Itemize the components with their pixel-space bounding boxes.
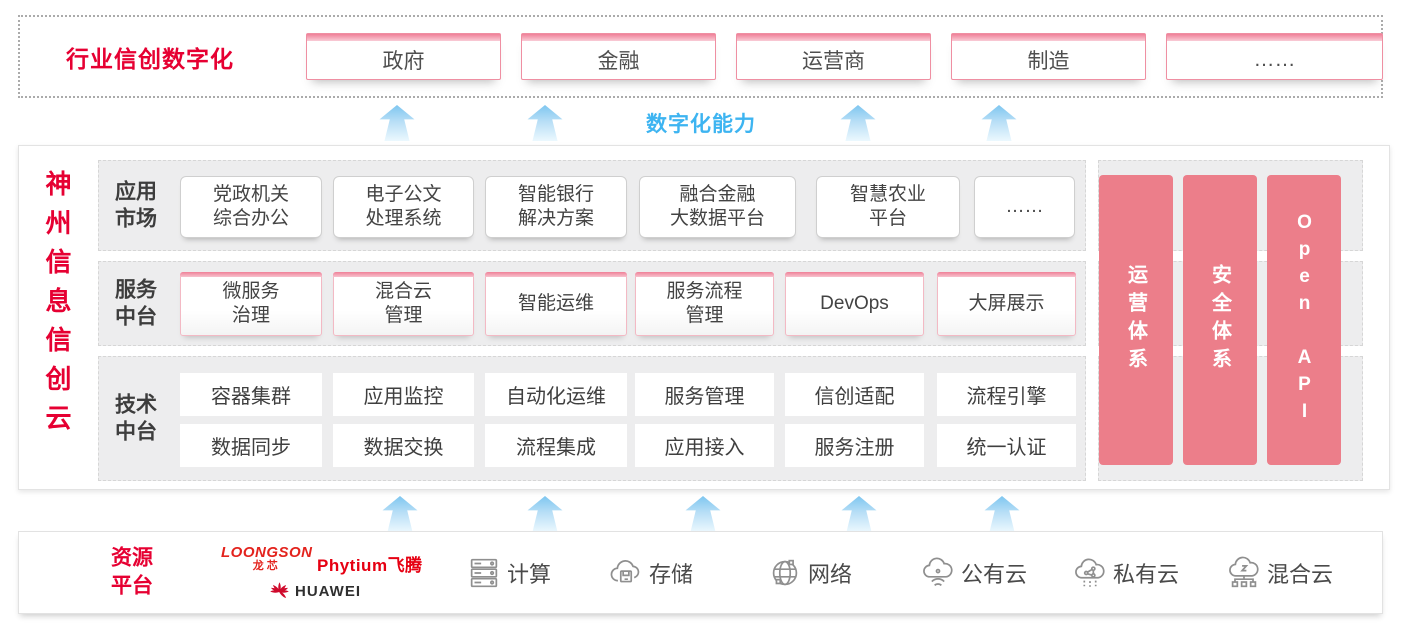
row-service-platform: 服务 中台 微服务 治理 混合云 管理 智能运维 服务流程 管理 DevOps … — [98, 261, 1086, 346]
industry-label: 金融 — [597, 50, 640, 73]
pillar-open-api: Open API — [1267, 175, 1341, 465]
app-box: 智能银行 解决方案 — [485, 176, 627, 238]
up-arrow-icon — [527, 496, 563, 532]
service-box: 混合云 管理 — [333, 272, 474, 336]
industry-box-more: …… — [1166, 33, 1383, 80]
up-arrow-icon — [382, 496, 418, 532]
tech-box: 流程集成 — [485, 424, 627, 467]
phytium-logo: Phytium飞腾 — [317, 551, 423, 576]
resource-item-label: 存储 — [649, 561, 694, 587]
service-box: 服务流程 管理 — [635, 272, 774, 336]
industry-box-finance: 金融 — [521, 33, 716, 80]
tech-box: 服务注册 — [785, 424, 924, 467]
tech-box: 服务管理 — [635, 373, 774, 416]
app-box: 党政机关 综合办公 — [180, 176, 322, 238]
resource-platform-label: 资源 平台 — [111, 546, 153, 598]
service-box: 微服务 治理 — [180, 272, 322, 336]
tech-box: 信创适配 — [785, 373, 924, 416]
up-arrow-icon — [527, 105, 563, 141]
app-box-more: …… — [974, 176, 1075, 238]
resource-item-public-cloud: 公有云 — [919, 554, 1027, 592]
service-box: 大屏展示 — [937, 272, 1076, 336]
industry-label: 政府 — [382, 50, 425, 73]
huawei-logo-text: HUAWEI — [295, 583, 361, 600]
tech-box: 数据交换 — [333, 424, 474, 467]
tech-box: 流程引擎 — [937, 373, 1076, 416]
resource-item-label: 计算 — [507, 561, 552, 587]
row-label: 应用 市场 — [115, 180, 157, 231]
platform-box: 神州信息信创云 应用 市场 党政机关 综合办公 电子公文 处理系统 智能银行 解… — [18, 145, 1390, 490]
resource-item-label: 私有云 — [1113, 561, 1180, 587]
phytium-logo-cn: 飞腾 — [387, 556, 423, 575]
tech-box: 统一认证 — [937, 424, 1076, 467]
resource-item-hybrid-cloud: 混合云 — [1225, 554, 1333, 592]
tech-box: 应用监控 — [333, 373, 474, 416]
industry-box-top-strip — [737, 34, 930, 41]
industry-label: …… — [1253, 48, 1296, 71]
storage-icon — [607, 554, 645, 592]
loongson-logo-text: LOONGSON — [221, 544, 313, 561]
loongson-logo-cn: 龙芯 — [252, 560, 281, 572]
industry-box-top-strip — [307, 34, 500, 41]
tech-box: 数据同步 — [180, 424, 322, 467]
industry-box-top-strip — [1167, 34, 1382, 41]
app-box: 电子公文 处理系统 — [333, 176, 474, 238]
resource-item-storage: 存储 — [607, 554, 693, 592]
resource-item-label: 网络 — [808, 561, 853, 587]
industry-box-top-strip — [952, 34, 1145, 41]
huawei-flower-icon — [269, 581, 290, 602]
tech-box: 自动化运维 — [485, 373, 627, 416]
industry-label: 制造 — [1027, 50, 1070, 73]
resource-item-label: 公有云 — [961, 561, 1028, 587]
industry-box-operator: 运营商 — [736, 33, 931, 80]
hybrid-cloud-icon — [1225, 554, 1263, 592]
industry-band-title: 行业信创数字化 — [66, 45, 234, 72]
service-box: 智能运维 — [485, 272, 627, 336]
resource-item-compute: 计算 — [465, 554, 551, 592]
industry-box-top-strip — [522, 34, 715, 41]
pillar-operations: 运营体系 — [1099, 175, 1173, 465]
resource-item-network: 网络 — [766, 554, 852, 592]
row-label: 技术 中台 — [115, 393, 157, 444]
row-label: 服务 中台 — [115, 278, 157, 329]
compute-icon — [465, 554, 503, 592]
huawei-logo: HUAWEI — [269, 581, 361, 602]
up-arrow-icon — [984, 496, 1020, 532]
up-arrow-icon — [379, 105, 415, 141]
resource-item-label: 混合云 — [1267, 561, 1334, 587]
up-arrow-icon — [685, 496, 721, 532]
tech-box: 容器集群 — [180, 373, 322, 416]
pillar-security: 安全体系 — [1183, 175, 1257, 465]
row-application-market: 应用 市场 党政机关 综合办公 电子公文 处理系统 智能银行 解决方案 融合金融… — [98, 160, 1086, 251]
industry-row: 政府 金融 运营商 制造 …… — [306, 33, 1383, 80]
phytium-logo-text: Phytium — [317, 556, 388, 575]
private-cloud-icon — [1071, 554, 1109, 592]
capability-label: 数字化能力 — [646, 113, 756, 136]
industry-box-manufacturing: 制造 — [951, 33, 1146, 80]
platform-title: 神州信息信创云 — [42, 170, 72, 443]
service-box: DevOps — [785, 272, 924, 336]
network-icon — [766, 554, 804, 592]
up-arrow-icon — [981, 105, 1017, 141]
industry-box-government: 政府 — [306, 33, 501, 80]
loongson-logo: LOONGSON 龙芯 — [221, 545, 313, 572]
up-arrow-icon — [841, 496, 877, 532]
public-cloud-icon — [919, 554, 957, 592]
resource-item-private-cloud: 私有云 — [1071, 554, 1179, 592]
up-arrow-icon — [840, 105, 876, 141]
app-box: 智慧农业 平台 — [816, 176, 960, 238]
app-box: 融合金融 大数据平台 — [639, 176, 796, 238]
tech-box: 应用接入 — [635, 424, 774, 467]
resource-platform-box: 资源 平台 LOONGSON 龙芯 Phytium飞腾 — [18, 531, 1383, 614]
industry-band: 行业信创数字化 政府 金融 运营商 制造 …… — [18, 15, 1383, 98]
industry-label: 运营商 — [802, 50, 865, 73]
row-technology-platform: 技术 中台 容器集群 应用监控 自动化运维 服务管理 信创适配 流程引擎 数据同… — [98, 356, 1086, 481]
